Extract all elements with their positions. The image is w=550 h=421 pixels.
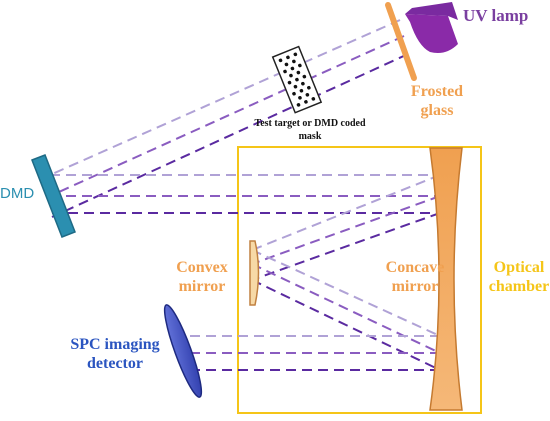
convex-mirror [249, 240, 260, 306]
convex-mirror-label: Convex mirror [176, 259, 228, 295]
uv-lamp-label: UV lamp [463, 6, 529, 25]
frosted-glass-label: Frosted glass [410, 83, 464, 119]
frosted-glass [385, 2, 417, 81]
test-target-label: Test target or DMD coded mask [254, 118, 366, 142]
beams-convex-to-concave [251, 249, 441, 371]
optical-chamber-label: Optical chamber [488, 259, 550, 295]
spc-detector [163, 304, 203, 398]
test-target-mask [271, 45, 323, 114]
uv-lamp-icon [405, 2, 458, 53]
beams-concave-to-convex [251, 174, 441, 281]
spc-detector-label: SPC imaging detector [70, 336, 160, 372]
beams-concave-to-detector [180, 335, 440, 371]
concave-mirror [429, 147, 463, 411]
beams-lamp-to-dmd [49, 19, 409, 218]
beams-dmd-to-concave [50, 174, 440, 214]
dmd-label: DMD [0, 185, 35, 202]
optical-chamber-box [237, 146, 482, 414]
concave-mirror-label: Concave mirror [385, 259, 445, 295]
dmd-device [31, 154, 76, 238]
